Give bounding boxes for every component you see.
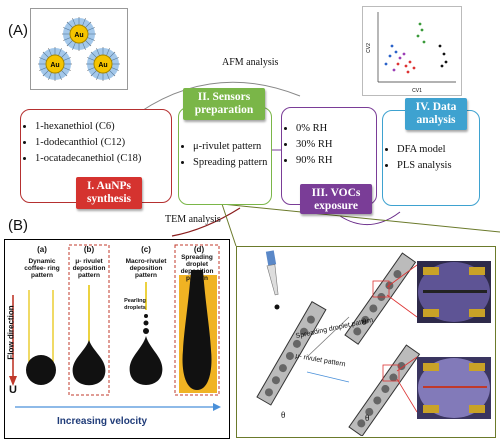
col-c-title: Macro-rivulet deposition pattern: [125, 258, 167, 279]
col-b-title: μ- rivulet deposition pattern: [72, 258, 106, 279]
box2-item: μ-rivulet pattern: [193, 140, 271, 154]
theta-label-3: θ: [365, 413, 370, 423]
au-particle-right: [87, 48, 119, 80]
scatter-point: [390, 44, 394, 48]
scatter-point: [392, 68, 396, 72]
scatter-point: [406, 70, 410, 74]
box4-item: PLS analysis: [397, 159, 479, 173]
dfa-scatter-plot: CV1 CV2: [362, 6, 462, 96]
scatter-point: [420, 28, 424, 32]
au-text-3: Au: [98, 62, 107, 69]
au-particle-top: [63, 18, 95, 50]
box1-item: 1-ocatadecanethiol (C18): [35, 152, 171, 166]
col-a-title: Dynamic coffee- ring pattern: [24, 258, 60, 279]
scatter-point: [440, 64, 444, 68]
panel-a-label: (A): [8, 22, 28, 39]
pearling-label: Pearling droplets: [124, 298, 146, 311]
pipette-icon: [265, 250, 280, 310]
tag-auNPs-synthesis: I. AuNPs synthesis: [76, 177, 142, 209]
col-c-letter: (c): [141, 245, 151, 254]
scatter-point: [384, 62, 388, 66]
scatter-point: [404, 64, 408, 68]
box1-item: 1-hexanethiol (C6): [35, 120, 171, 134]
tag-vocs-exposure: III. VOCs exposure: [300, 184, 372, 214]
nanoparticle-illustration: Au Au Au: [30, 8, 128, 90]
deposition-schematic: (a) Dynamic coffee- ring pattern (b) μ- …: [4, 239, 230, 439]
col-b-letter: (b): [83, 245, 95, 254]
au-text-1: Au: [74, 32, 83, 39]
scatter-point: [388, 54, 392, 58]
col-d-letter: (d): [193, 245, 205, 254]
box3-item: 30% RH: [296, 138, 376, 152]
scatter-point: [416, 34, 420, 38]
u-label: U: [9, 384, 17, 396]
experimental-setup-panel: Spreading droplet pattern μ- rivulet pat…: [236, 246, 496, 438]
scatter-point: [394, 50, 398, 54]
scatter-point: [418, 22, 422, 26]
scatter-point: [412, 66, 416, 70]
afm-analysis-label: AFM analysis: [222, 57, 279, 68]
tag-data-analysis: IV. Data analysis: [405, 98, 467, 130]
col-d-title: Spreading droplet deposition pattern: [180, 254, 214, 282]
panel-b-label: (B): [8, 217, 28, 234]
scatter-point: [444, 60, 448, 64]
scatter-point: [396, 62, 400, 66]
au-particle-left: [39, 48, 71, 80]
box3-item: 0% RH: [296, 122, 376, 136]
theta-label-2: θ: [362, 317, 367, 327]
scatter-point: [398, 56, 402, 60]
flow-direction-label: Flow direction: [6, 305, 16, 360]
box-sensors-preparation: μ-rivulet pattern Spreading pattern: [178, 107, 272, 205]
au-text-2: Au: [50, 62, 59, 69]
scatter-point: [408, 60, 412, 64]
box2-item: Spreading pattern: [193, 156, 271, 170]
scatter-x-label: CV1: [412, 88, 422, 94]
scatter-point: [402, 52, 406, 56]
tem-analysis-label: TEM analysis: [165, 214, 221, 225]
tag-sensors-preparation: II. Sensors preparation: [183, 88, 265, 120]
scatter-point: [422, 40, 426, 44]
col-a-letter: (a): [37, 245, 47, 254]
scatter-point: [442, 52, 446, 56]
scatter-point: [438, 44, 442, 48]
box1-item: 1-dodecanthiol (C12): [35, 136, 171, 150]
box4-item: DFA model: [397, 143, 479, 157]
box3-item: 90% RH: [296, 154, 376, 168]
theta-label-1: θ: [281, 410, 286, 420]
increasing-velocity-label: Increasing velocity: [57, 416, 148, 427]
scatter-y-label: CV2: [366, 43, 372, 53]
